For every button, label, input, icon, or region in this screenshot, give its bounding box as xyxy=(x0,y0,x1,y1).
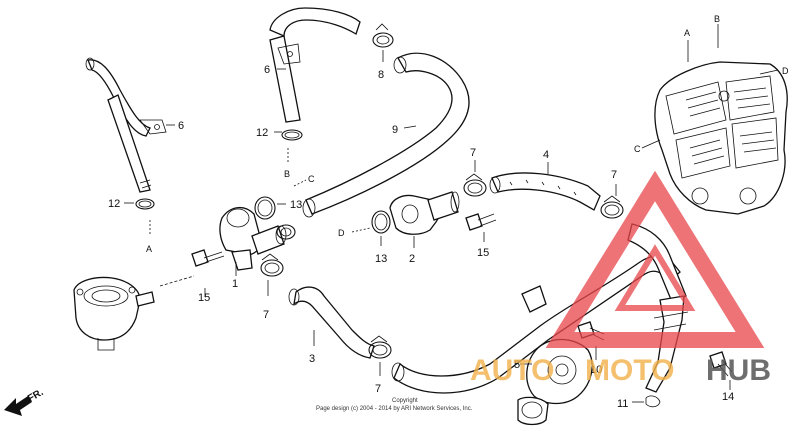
bolt-14[interactable] xyxy=(709,351,733,377)
label-12-left: 12 xyxy=(108,198,120,210)
ref-d-engine: D xyxy=(782,66,789,76)
ref-c-center: C xyxy=(308,174,315,184)
watermark-text-moto: MOTO xyxy=(585,354,674,387)
copyright-line1: Copyright xyxy=(392,398,418,404)
pipe-6-left[interactable] xyxy=(85,57,167,193)
ref-a-left: A xyxy=(146,244,152,254)
ref-b-upper: B xyxy=(284,169,290,179)
water-pump-5[interactable] xyxy=(517,338,593,426)
clamp-7-left[interactable] xyxy=(260,253,284,277)
label-15-left: 15 xyxy=(198,292,210,304)
ref-d-center: D xyxy=(338,228,345,238)
label-11: 11 xyxy=(617,398,628,410)
label-7-right: 7 xyxy=(611,169,617,181)
clamp-8[interactable] xyxy=(372,23,394,48)
front-direction-label: FR. xyxy=(26,387,46,405)
clamp-7-bottom[interactable] xyxy=(368,335,392,359)
label-13-left: 13 xyxy=(290,199,302,211)
label-15-center: 15 xyxy=(477,247,489,259)
label-4: 4 xyxy=(543,149,549,161)
oring-13-left[interactable] xyxy=(254,196,276,220)
clamp-13-joint[interactable] xyxy=(276,224,296,240)
pipe-6-upper[interactable] xyxy=(269,7,361,123)
clamp-7-upper[interactable] xyxy=(463,173,487,197)
clamp-7-right[interactable] xyxy=(600,195,624,219)
oring-12-left[interactable] xyxy=(135,198,155,210)
label-13-center: 13 xyxy=(375,253,387,265)
label-7-left: 7 xyxy=(263,309,269,321)
engine-block xyxy=(654,61,788,215)
label-12-upper: 12 xyxy=(256,127,268,139)
oring-13-center[interactable] xyxy=(371,210,391,234)
label-6-left: 6 xyxy=(178,120,184,132)
bolt-15-left[interactable] xyxy=(191,249,225,267)
hose-4[interactable] xyxy=(489,172,601,211)
label-3: 3 xyxy=(309,353,315,365)
label-6-upper: 6 xyxy=(264,64,270,76)
label-7-upper: 7 xyxy=(470,147,476,159)
oring-12-upper[interactable] xyxy=(281,129,303,141)
label-1: 1 xyxy=(232,278,238,290)
copyright-line2: Page design (c) 2004 - 2014 by ARI Netwo… xyxy=(316,406,473,412)
label-14: 14 xyxy=(722,391,734,403)
label-7-bottom: 7 xyxy=(375,383,381,395)
label-2: 2 xyxy=(409,253,415,265)
label-8: 8 xyxy=(378,69,384,81)
hose-9[interactable] xyxy=(302,52,470,218)
clip-11[interactable] xyxy=(645,395,661,408)
label-10: 10 xyxy=(590,364,602,376)
watermark-text-hub: HUB xyxy=(706,354,771,387)
front-direction-arrow xyxy=(4,396,32,416)
watermark-logo xyxy=(545,170,765,348)
thermostat-housing[interactable] xyxy=(73,276,155,351)
label-5: 5 xyxy=(514,359,520,371)
ref-c-engine: C xyxy=(634,144,641,154)
label-9: 9 xyxy=(392,124,398,136)
hose-3[interactable] xyxy=(288,286,375,359)
ref-b-engine: B xyxy=(714,14,720,24)
pipe-joint-2[interactable] xyxy=(389,191,460,235)
watermark-text-auto: AUTO xyxy=(470,354,554,387)
ref-a-engine: A xyxy=(684,28,690,38)
bolt-15-center[interactable] xyxy=(465,213,497,231)
